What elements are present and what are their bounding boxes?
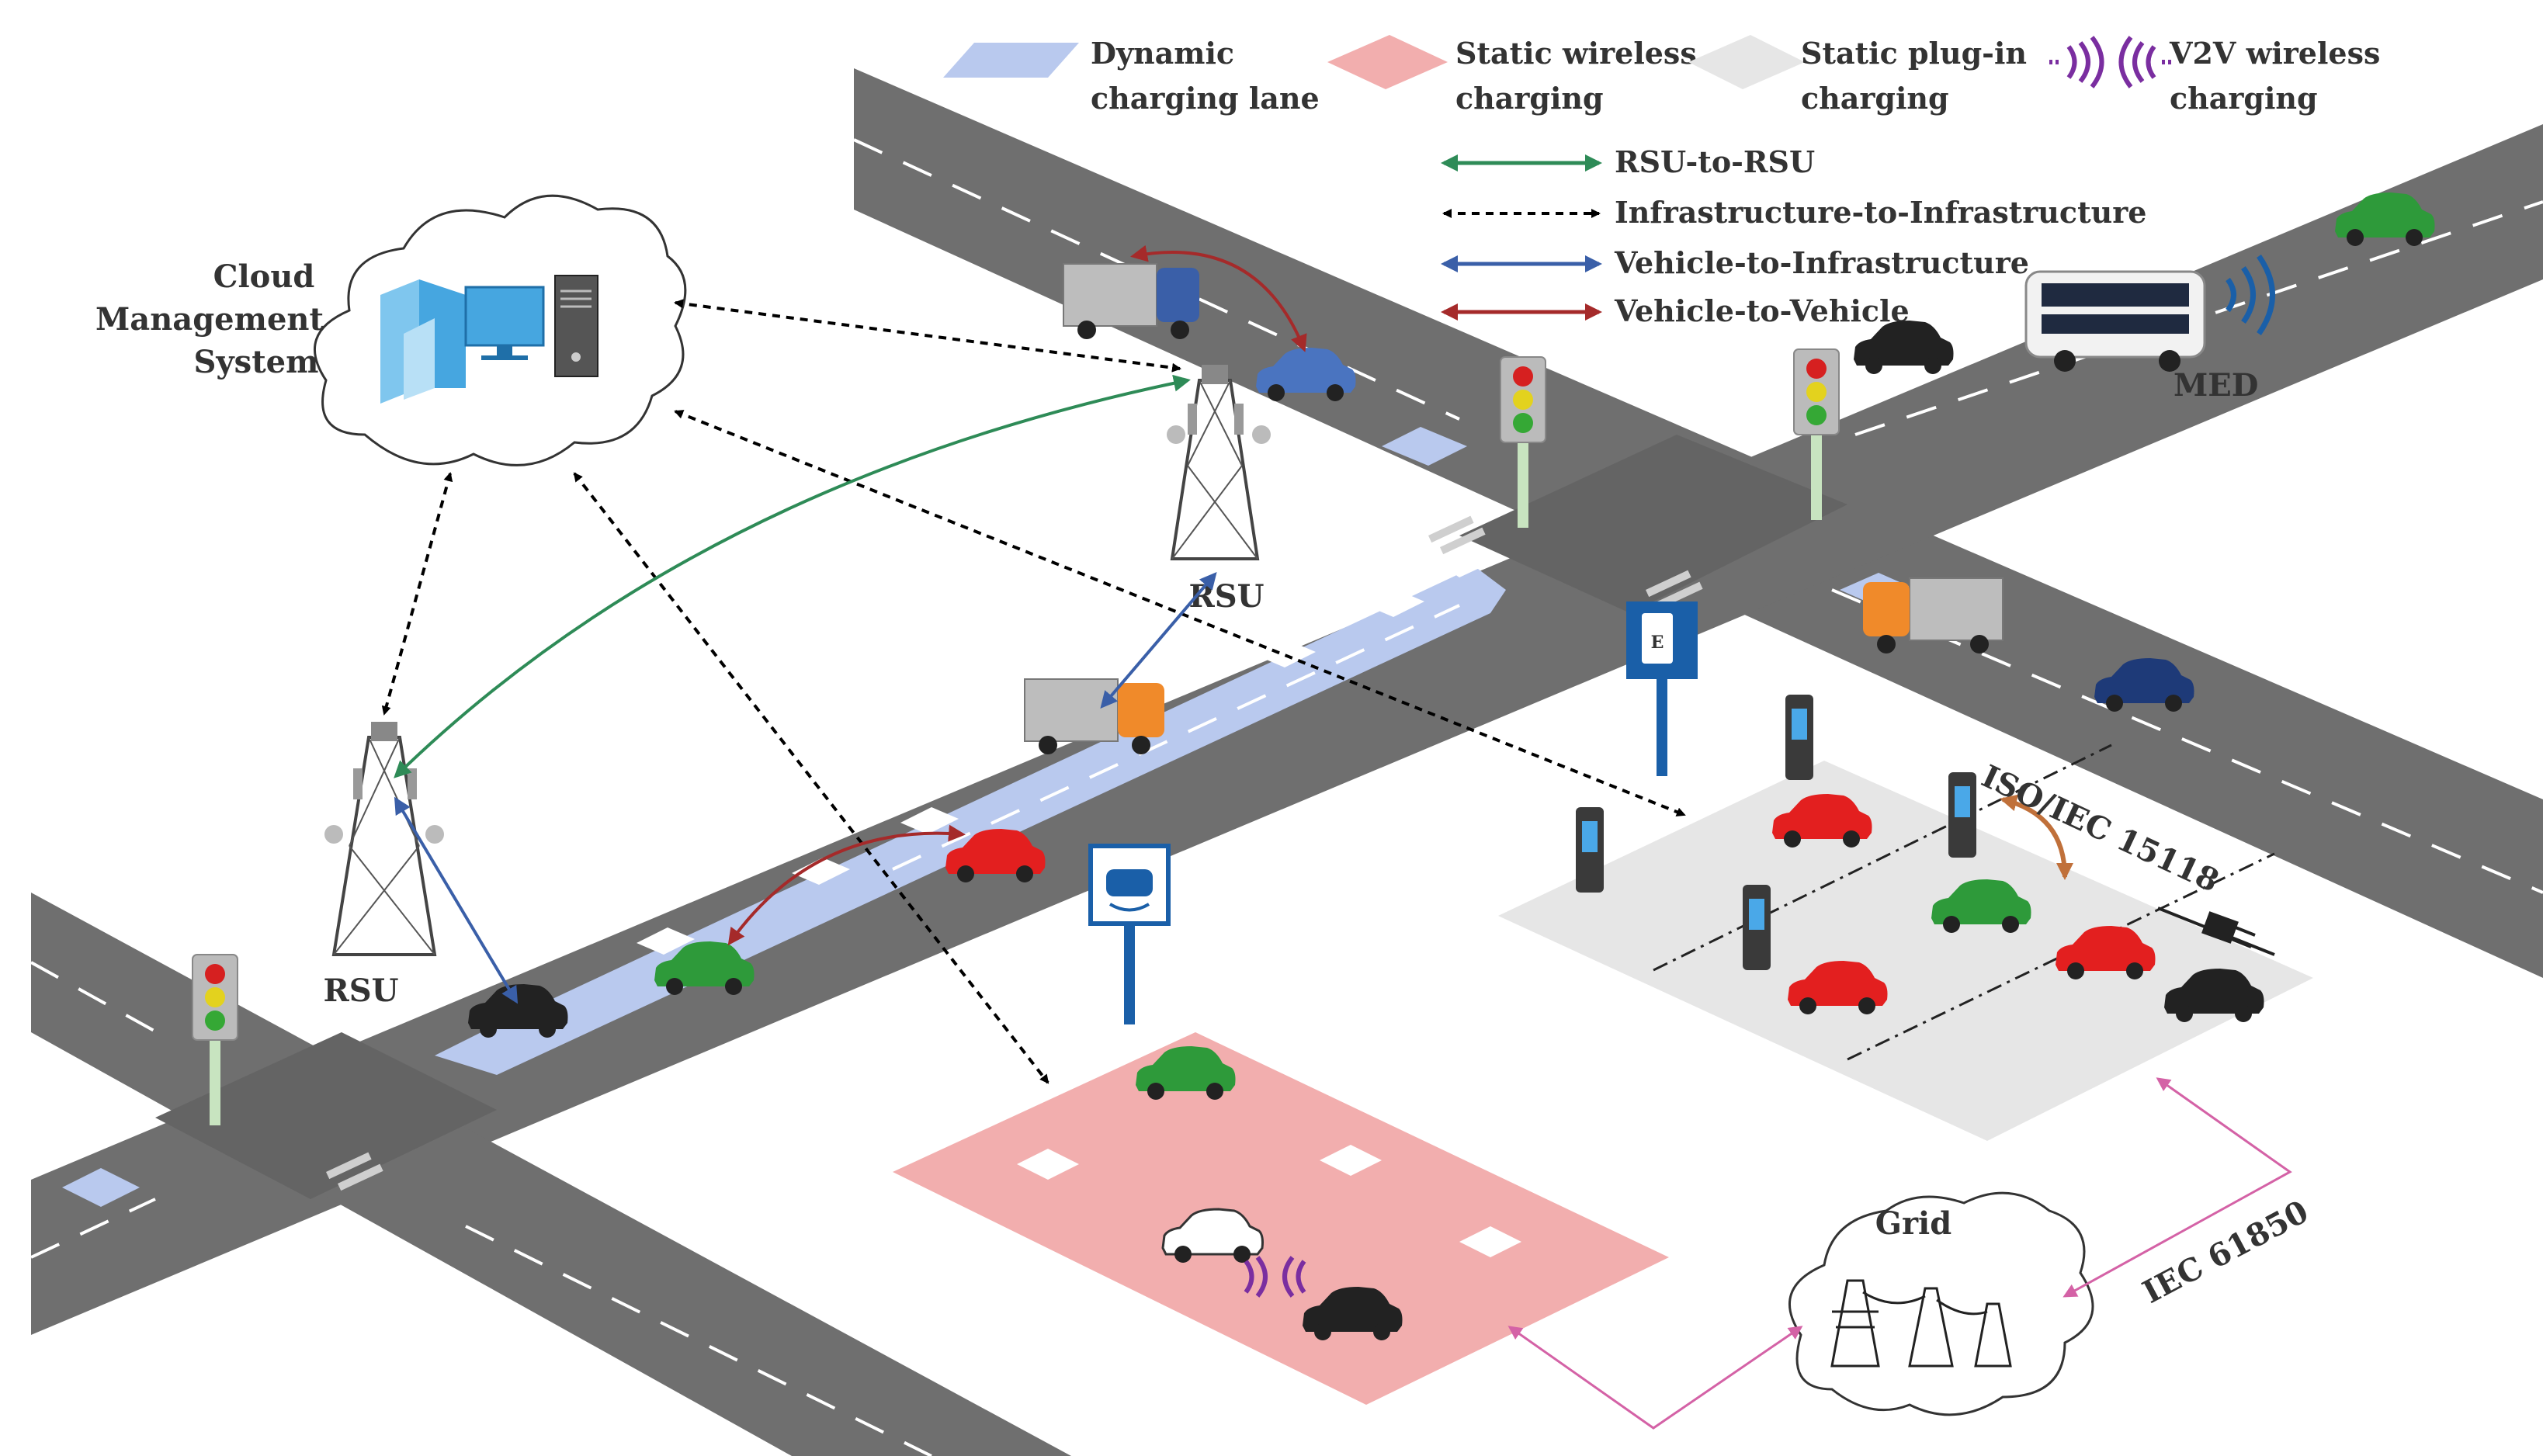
legend-i2i-label: Infrastructure-to-Infrastructure xyxy=(1615,195,2146,230)
legend-static-plugin-line2: charging xyxy=(1801,81,1949,116)
med-wireless-signal-icon xyxy=(2226,254,2275,336)
rsu-left-label: RSU xyxy=(323,972,398,1009)
legend-static-wireless-line1: Static wireless xyxy=(1455,36,1697,71)
v2v-wireless-charging-icon xyxy=(1244,1256,1306,1298)
static-plugin-zone xyxy=(1498,761,2313,1141)
charging-stations xyxy=(1576,695,1976,970)
legend-v2v-line1: V2V wireless xyxy=(2169,36,2380,71)
charger-3 xyxy=(1743,885,1771,970)
v2v-wireless-icon xyxy=(2049,36,2174,88)
legend-swatch-dynamic xyxy=(943,43,1079,78)
server-building-icon xyxy=(380,279,466,404)
traffic-light-right xyxy=(1793,348,1840,520)
computer-monitor-icon xyxy=(464,286,545,360)
legend-rsu-rsu-label: RSU-to-RSU xyxy=(1615,144,1815,179)
legend-static-plugin-line1: Static plug-in xyxy=(1801,36,2027,71)
grid-label: Grid xyxy=(1875,1205,1951,1242)
legend-v2v-line2: charging xyxy=(2170,81,2318,116)
plugin-zone-dividers xyxy=(1653,744,2275,1061)
cloud-label-line3: System xyxy=(194,344,319,380)
legend-v2i-label: Vehicle-to-Infrastructure xyxy=(1614,245,2029,280)
v2v-link-road xyxy=(727,824,966,946)
svg-text:E: E xyxy=(1651,633,1664,653)
legend-dynamic-line2: charging lane xyxy=(1091,81,1320,116)
server-tower-icon xyxy=(554,275,598,377)
rsu-right-label: RSU xyxy=(1188,578,1264,615)
plug-icon xyxy=(2157,907,2275,956)
med-label: MED xyxy=(2174,367,2258,404)
car-black-top xyxy=(1854,321,1954,374)
legend: Dynamic charging lane Static wireless ch… xyxy=(943,35,2380,328)
cloud-management-system: Cloud Management System xyxy=(95,194,687,466)
static-wireless-zone xyxy=(893,1032,1669,1405)
grid-cloud xyxy=(1788,1191,2094,1416)
wireless-zone-pads xyxy=(1017,1145,1521,1257)
cloud-label-line2: Management xyxy=(95,301,324,338)
ev-charging-sign: E xyxy=(1626,601,1698,776)
legend-static-wireless-line2: charging xyxy=(1455,81,1604,116)
truck-orange-right xyxy=(1863,577,2004,653)
iso-15118-arrow xyxy=(2000,794,2073,880)
wireless-charging-sign xyxy=(1088,844,1171,1024)
rsu-tower-left xyxy=(324,722,444,956)
cloud-label-line1: Cloud xyxy=(213,258,315,295)
i2i-cloud-rsu-right xyxy=(674,299,1181,373)
med-bus xyxy=(2024,270,2206,372)
charger-4 xyxy=(1948,772,1976,858)
rsu-to-rsu-link xyxy=(394,374,1191,778)
i2i-cloud-rsu-left xyxy=(381,472,453,716)
legend-swatch-static-plugin xyxy=(1688,35,1805,89)
legend-swatch-static-wireless xyxy=(1327,35,1448,89)
v2i-rsu-right-truck xyxy=(1100,571,1217,709)
charger-2 xyxy=(1785,695,1813,780)
intersection-left xyxy=(155,1032,497,1199)
power-tower-icon xyxy=(1830,1279,2012,1368)
charger-1 xyxy=(1576,807,1604,893)
iec-61850-label: IEC 61850 xyxy=(2137,1193,2315,1310)
grid-links xyxy=(1507,1077,2292,1430)
rsu-tower-right xyxy=(1167,365,1271,560)
v2i-rsu-left-car xyxy=(394,796,519,1004)
legend-dynamic-line1: Dynamic xyxy=(1091,36,1234,71)
dynamic-charging-lane xyxy=(435,567,1506,1075)
road-left-cross xyxy=(31,893,1071,1456)
legend-v2v-link-label: Vehicle-to-Vehicle xyxy=(1614,293,1910,328)
blue-pad-left xyxy=(62,1168,140,1207)
v2v-link-top xyxy=(1130,244,1307,352)
traffic-light-left xyxy=(192,954,238,1125)
